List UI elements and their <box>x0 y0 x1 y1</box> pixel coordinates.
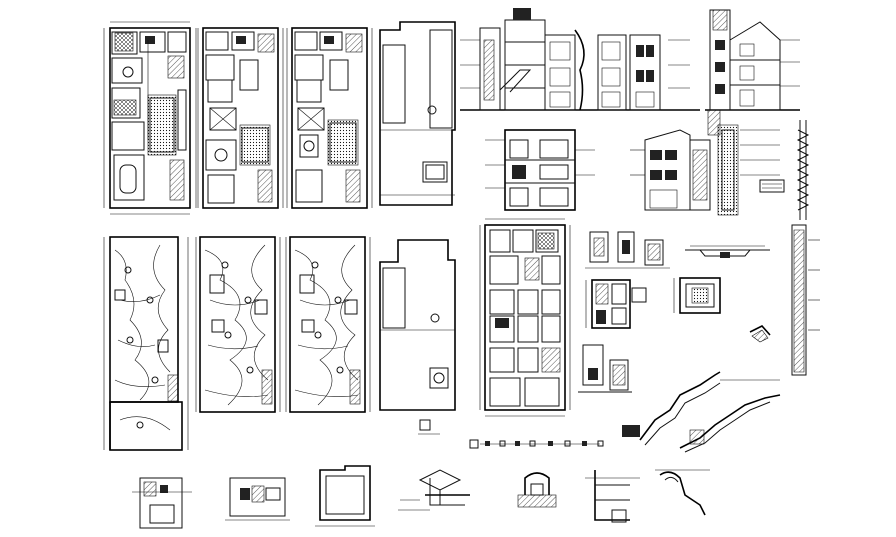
stepped-section-detail <box>585 470 640 523</box>
long-vertical-section <box>791 224 820 376</box>
small-plan-detail-1 <box>132 477 192 529</box>
wall-section-detail <box>707 109 785 216</box>
detailed-floor-plan <box>479 218 571 417</box>
foundation-detail <box>685 245 770 258</box>
roof-plan-2 <box>379 239 456 411</box>
small-plan-detail-2 <box>225 477 290 521</box>
small-plan-detail-3 <box>315 465 375 527</box>
column-base-detail <box>578 344 632 393</box>
roof-plan-1 <box>379 21 456 206</box>
corner-detail <box>749 325 771 343</box>
front-elevation-1 <box>485 129 595 211</box>
electrical-plan-2 <box>195 236 281 413</box>
square-detail <box>673 277 721 314</box>
floor-plan-1 <box>103 21 197 215</box>
curved-profile-detail <box>655 469 710 516</box>
stair-plan-detail <box>585 279 647 329</box>
section-elevation-1 <box>460 8 700 111</box>
section-elevation-2 <box>705 9 800 111</box>
isometric-pipe-detail <box>398 469 470 511</box>
arch-footing-detail <box>517 472 557 508</box>
legend-strip <box>418 419 604 449</box>
floor-plan-2 <box>197 27 284 209</box>
vertical-detail-column <box>796 120 810 220</box>
electrical-plan-1 <box>103 236 189 451</box>
stair-section-profile <box>622 371 781 453</box>
floor-plan-3 <box>286 27 373 209</box>
front-elevation-2 <box>630 129 711 211</box>
column-details <box>585 231 670 269</box>
electrical-plan-3 <box>285 236 371 413</box>
